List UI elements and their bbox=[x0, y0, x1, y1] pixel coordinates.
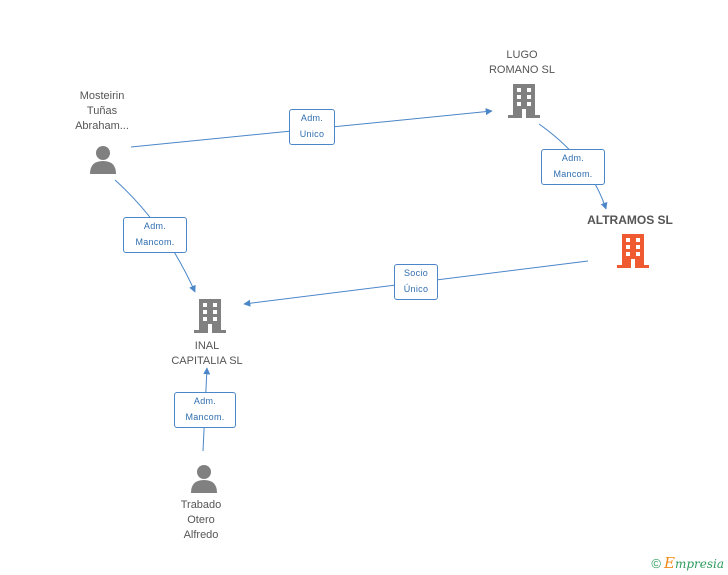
edge-label-line: Mancom. bbox=[185, 412, 225, 422]
building-icon[interactable] bbox=[194, 299, 226, 333]
edge-label-line: Unico bbox=[299, 129, 325, 139]
label-line: LUGO bbox=[506, 49, 538, 61]
label-line: Abraham... bbox=[75, 120, 129, 132]
node-label-altramos[interactable]: ALTRAMOS SL bbox=[570, 213, 690, 228]
building-icon[interactable] bbox=[617, 234, 649, 268]
edge-label-line: Mancom. bbox=[135, 237, 175, 247]
label-line: ALTRAMOS SL bbox=[587, 213, 673, 227]
node-label-mosteirin[interactable]: Mosteirin Tuñas Abraham... bbox=[52, 89, 152, 134]
label-line: ROMANO SL bbox=[488, 64, 555, 76]
edge-label-adm-mancom[interactable]: Adm. Mancom. bbox=[123, 217, 187, 253]
node-label-inal[interactable]: INAL CAPITALIA SL bbox=[157, 339, 257, 369]
brand-footer[interactable]: ©Empresia bbox=[651, 554, 724, 572]
person-icon[interactable] bbox=[189, 463, 219, 493]
edge-label-adm-mancom[interactable]: Adm. Mancom. bbox=[174, 392, 236, 428]
edge-label-line: Adm. bbox=[143, 221, 167, 231]
label-line: Otero bbox=[187, 514, 215, 526]
edge-label-line: Mancom. bbox=[553, 169, 593, 179]
label-line: Trabado bbox=[180, 499, 222, 511]
edge-label-socio-unico[interactable]: Socio Único bbox=[394, 264, 438, 300]
copyright-icon: © bbox=[651, 556, 661, 571]
edge-label-line: Adm. bbox=[300, 113, 324, 123]
edge-label-line: Adm. bbox=[193, 396, 217, 406]
node-label-lugo[interactable]: LUGO ROMANO SL bbox=[472, 48, 572, 78]
label-line: Alfredo bbox=[183, 529, 219, 541]
label-line: Mosteirin bbox=[79, 90, 125, 102]
edge-label-adm-mancom[interactable]: Adm. Mancom. bbox=[541, 149, 605, 185]
label-line: INAL bbox=[194, 340, 220, 352]
person-icon[interactable] bbox=[88, 144, 118, 174]
edge-label-line: Único bbox=[403, 284, 429, 294]
label-line: Tuñas bbox=[86, 105, 118, 117]
node-label-trabado[interactable]: Trabado Otero Alfredo bbox=[151, 498, 251, 543]
brand-logo-letter: E bbox=[663, 554, 675, 572]
edge-label-line: Adm. bbox=[561, 153, 585, 163]
edge-label-line: Socio bbox=[403, 268, 428, 278]
brand-name: mpresia bbox=[674, 557, 724, 571]
building-icon[interactable] bbox=[508, 84, 540, 118]
label-line: CAPITALIA SL bbox=[171, 355, 243, 367]
edge-label-adm-unico[interactable]: Adm. Unico bbox=[289, 109, 335, 145]
